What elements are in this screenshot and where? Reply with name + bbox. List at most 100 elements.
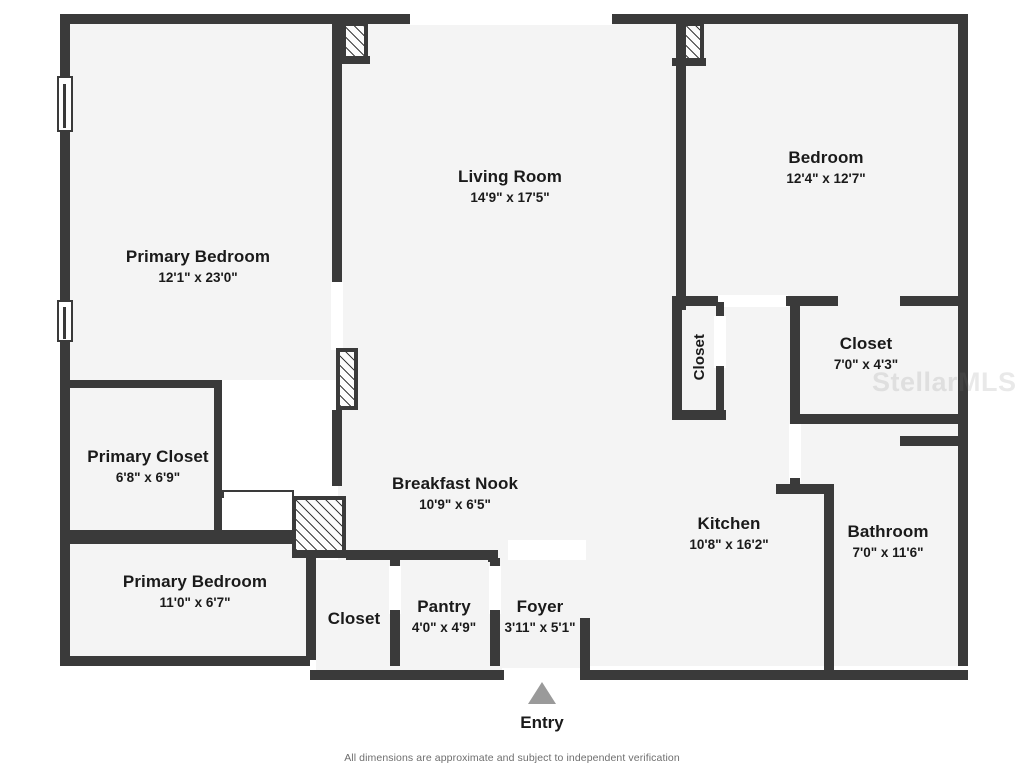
room-label-kitchen: Kitchen 10'8" x 16'2" [629, 514, 829, 553]
wall-hall-closet-bottom [672, 410, 726, 420]
floor-primary-bedroom-sec [66, 540, 316, 660]
floor-closet-front [316, 560, 396, 672]
wall-stub-top-left-col [342, 56, 370, 64]
room-label-bedroom: Bedroom 12'4" x 12'7" [726, 148, 926, 187]
wall-foyer-right [580, 618, 590, 674]
room-name: Breakfast Nook [391, 474, 519, 493]
room-dims: 10'8" x 16'2" [689, 536, 769, 552]
room-dims: 7'0" x 11'6" [852, 544, 924, 560]
room-label-bathroom: Bathroom 7'0" x 11'6" [788, 522, 988, 561]
wall-exterior-left-c [60, 342, 70, 660]
wall-exterior-bottom-left [60, 656, 310, 666]
wall-exterior-top-right2 [770, 14, 968, 24]
room-name: Bedroom [788, 148, 864, 167]
room-label-primary-bedroom-main: Primary Bedroom 12'1" x 23'0" [98, 247, 298, 286]
room-name: Primary Bedroom [125, 247, 271, 266]
wall-closet-divider [790, 296, 800, 424]
floor-primary-closet [66, 380, 222, 540]
room-name: Kitchen [697, 514, 761, 533]
room-dims: 7'0" x 4'3" [833, 356, 899, 372]
opening-bedroom-closet-door [718, 295, 788, 307]
room-name: Pantry [417, 597, 471, 616]
room-name: Living Room [457, 167, 563, 186]
wall-foyer-right-upper [488, 552, 498, 562]
room-label-primary-closet: Primary Closet 6'8" x 6'9" [48, 447, 248, 486]
floor-bathroom [830, 420, 962, 666]
wall-bathroom-top-ext [900, 436, 968, 446]
opening-primary-bedroom-door [331, 282, 343, 350]
room-name: Closet [327, 609, 381, 628]
opening-kitchen-hall-door [789, 424, 801, 482]
wall-primary-closet-right [214, 380, 222, 536]
floor-primary-bedroom-main [66, 20, 338, 380]
floor-bedroom [682, 20, 962, 302]
column-hatched-middle [336, 348, 358, 410]
wall-bedroom-bottom-left [676, 296, 720, 306]
wall-primary-living-lower [332, 410, 342, 486]
wall-exterior-left-b [60, 132, 70, 300]
wall-hall-closet-right-a [716, 302, 724, 318]
room-label-closet-front: Closet [316, 609, 392, 630]
wall-exterior-left-a [60, 14, 70, 76]
room-dims: 12'1" x 23'0" [158, 269, 238, 285]
wall-hall-kitchen-left-a [790, 414, 800, 428]
room-name: Primary Bedroom [122, 572, 268, 591]
room-label-pantry: Pantry 4'0" x 4'9" [344, 597, 544, 636]
disclaimer-text: All dimensions are approximate and subje… [344, 752, 680, 764]
room-label-closet-hall: Closet [691, 317, 709, 397]
wall-closet-hall-bottom [222, 530, 302, 538]
room-label-foyer: Foyer 3'11" x 5'1" [440, 597, 640, 636]
wall-closet-pantry-top [390, 558, 400, 572]
wall-primary-closet-bottom [66, 530, 222, 538]
opening-entry-door [502, 668, 582, 682]
wall-primary-living-upper [332, 14, 342, 282]
wall-hall-closet-left [672, 296, 682, 418]
wall-stub-nook-col [292, 550, 348, 558]
wall-kitchen-bath-divider [824, 484, 834, 670]
wall-closet-pantry-bot [390, 610, 400, 666]
column-hatched-nook [292, 496, 346, 554]
room-dims: 3'11" x 5'1" [504, 619, 576, 635]
room-dims: 14'9" x 17'5" [470, 189, 550, 205]
window-pane [63, 307, 66, 339]
room-name: Bathroom [847, 522, 929, 541]
entry-arrow-icon [528, 682, 556, 704]
opening-pantry-door [489, 566, 501, 614]
room-dims: 12'4" x 12'7" [786, 170, 866, 186]
room-name: Foyer [516, 597, 564, 616]
room-name: Closet [690, 333, 708, 381]
window-left-upper [57, 76, 73, 132]
window-pane [63, 84, 66, 128]
wall-exterior-bottom-door-l [486, 670, 504, 680]
wall-exterior-bottom-mid [310, 670, 586, 680]
opening-closet-door [389, 566, 401, 614]
room-label-living-room: Living Room 14'9" x 17'5" [410, 167, 610, 206]
wall-exterior-top-right1 [612, 14, 770, 24]
wall-nook-bottom [346, 550, 498, 560]
floor-pantry [396, 560, 496, 672]
entry-label: Entry [520, 713, 564, 732]
wall-hall-closet-right-b [716, 366, 724, 420]
room-dims: 11'0" x 6'7" [159, 594, 231, 610]
wall-exterior-top-left [60, 14, 272, 24]
floor-breakfast-nook [338, 400, 508, 560]
floor-closet-bedroom [796, 302, 962, 420]
wall-primary-sec-top [66, 536, 316, 544]
opening-primary-closet-door [224, 492, 292, 504]
wall-kitchen-top [776, 484, 834, 494]
wall-bedroom-bottom-far [900, 296, 968, 306]
opening-top-slider [410, 13, 612, 25]
wall-pantry-foyer-bot [490, 610, 500, 666]
room-name: Closet [839, 334, 893, 353]
column-hatched-top-left [342, 22, 368, 62]
watermark-stellarmls: StellarMLS [872, 367, 1017, 397]
wall-living-bedroom [676, 14, 686, 310]
room-name: Primary Closet [87, 447, 209, 466]
wall-bedroom-bottom-right [786, 296, 838, 306]
opening-hall-closet-door [714, 316, 726, 368]
window-left-lower [57, 300, 73, 342]
room-dims: 10'9" x 6'5" [419, 496, 491, 512]
wall-closet-bottom [790, 414, 968, 424]
wall-primary-closet-top [66, 380, 222, 388]
